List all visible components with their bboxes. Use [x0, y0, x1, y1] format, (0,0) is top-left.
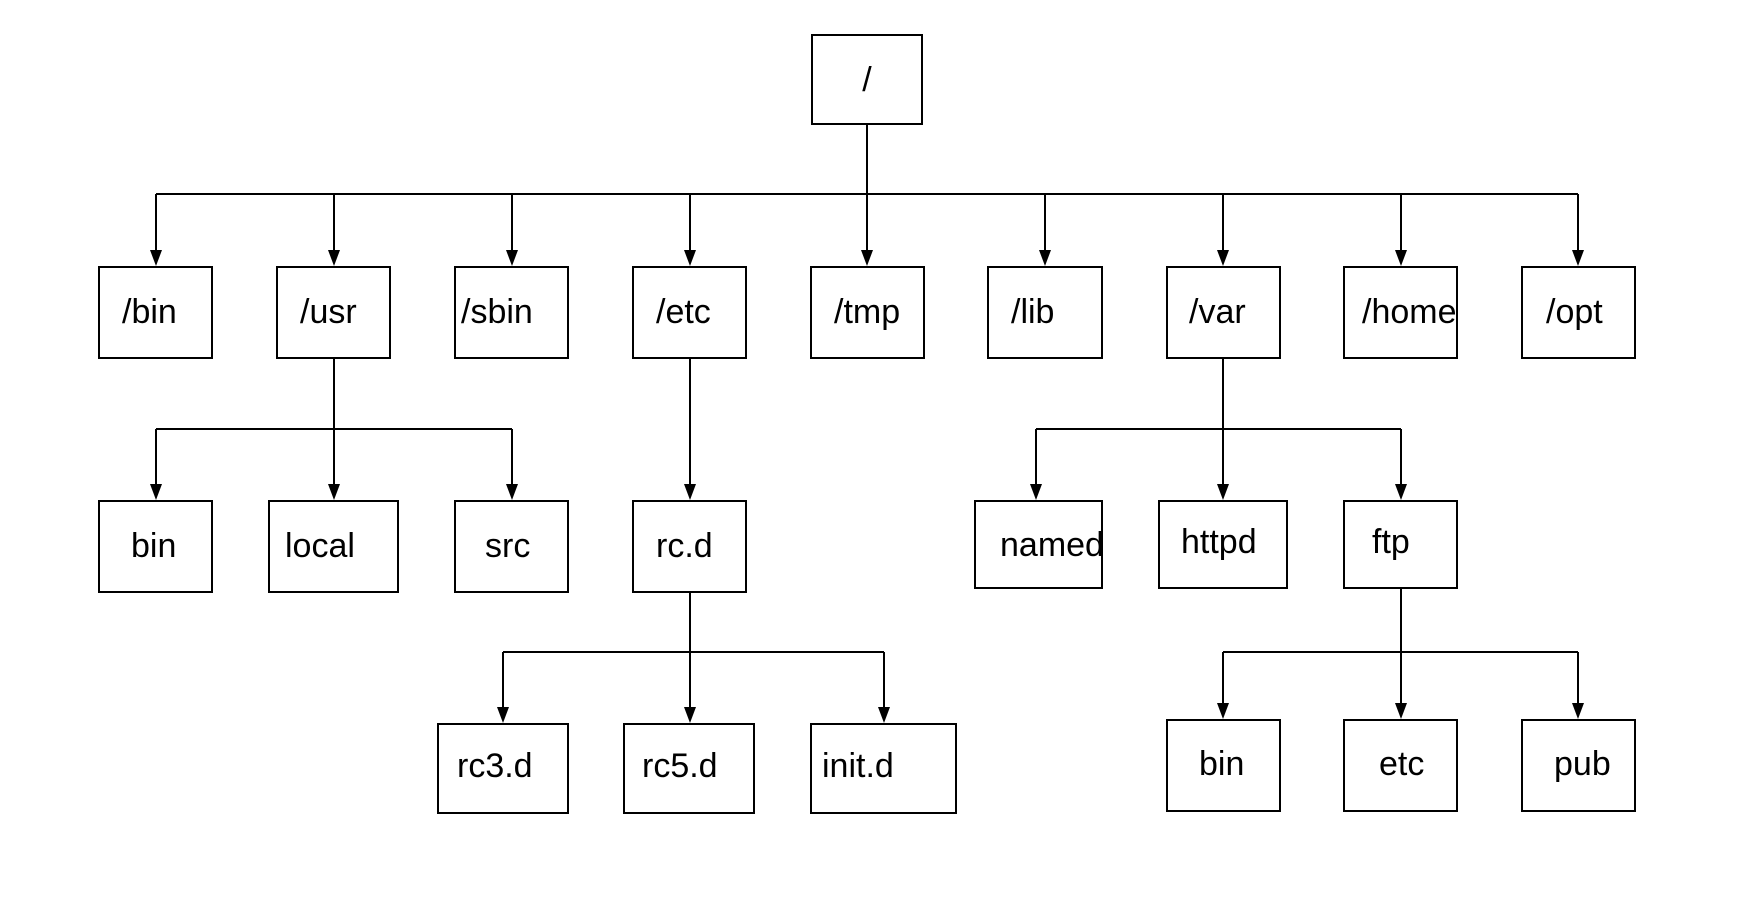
arrowhead [1217, 484, 1229, 500]
node-rc5-d: rc5.d [623, 723, 755, 814]
node-usr-local: local [268, 500, 399, 593]
node-label: named [1000, 526, 1104, 564]
node-label: /sbin [461, 293, 533, 331]
node-label: /var [1189, 293, 1246, 331]
node-label: bin [1199, 745, 1244, 783]
node-usr-bin: bin [98, 500, 213, 593]
connector-lines [155, 124, 1579, 707]
arrowhead [861, 250, 873, 266]
arrowhead [684, 250, 696, 266]
node-label: etc [1379, 745, 1424, 783]
node-usr-src: src [454, 500, 569, 593]
arrowhead [878, 707, 890, 723]
arrowhead [497, 707, 509, 723]
node-ftp-pub: pub [1521, 719, 1636, 812]
node-bin: /bin [98, 266, 213, 359]
arrowhead [506, 250, 518, 266]
node-var-ftp: ftp [1343, 500, 1458, 589]
node-label: rc5.d [642, 747, 718, 785]
node-label: pub [1554, 745, 1611, 783]
arrowhead [328, 250, 340, 266]
arrowhead [1217, 250, 1229, 266]
arrowhead [1395, 484, 1407, 500]
arrowhead [150, 250, 162, 266]
node-etc: /etc [632, 266, 747, 359]
arrowhead [1572, 703, 1584, 719]
arrowhead [328, 484, 340, 500]
arrowhead [684, 484, 696, 500]
node-usr: /usr [276, 266, 391, 359]
node-init-d: init.d [810, 723, 957, 814]
node-rc-d: rc.d [632, 500, 747, 593]
node-label: / [862, 61, 872, 99]
node-label: /opt [1546, 293, 1603, 331]
arrowhead [1395, 703, 1407, 719]
arrowhead [150, 484, 162, 500]
node-label: local [285, 527, 355, 565]
node-sbin: /sbin [454, 266, 569, 359]
node-label: init.d [822, 747, 894, 785]
arrowhead [684, 707, 696, 723]
arrowhead [1039, 250, 1051, 266]
node-tmp: /tmp [810, 266, 925, 359]
node-label: /etc [656, 293, 711, 331]
arrowheads [150, 250, 1584, 723]
node-label: src [485, 527, 530, 565]
node-ftp-bin: bin [1166, 719, 1281, 812]
node-label: /usr [300, 293, 357, 331]
node-opt: /opt [1521, 266, 1636, 359]
node-var-httpd: httpd [1158, 500, 1288, 589]
node-label: rc.d [656, 527, 713, 565]
node-ftp-etc: etc [1343, 719, 1458, 812]
node-home: /home [1343, 266, 1458, 359]
node-var-named: named [974, 500, 1104, 589]
arrowhead [1030, 484, 1042, 500]
node-label: /home [1362, 293, 1457, 331]
node-label: /bin [122, 293, 177, 331]
arrowhead [506, 484, 518, 500]
node-label: rc3.d [457, 747, 533, 785]
node-label: ftp [1372, 523, 1410, 561]
node-lib: /lib [987, 266, 1103, 359]
arrowhead [1395, 250, 1407, 266]
node-rc3-d: rc3.d [437, 723, 569, 814]
node-label: httpd [1181, 523, 1257, 561]
node-label: /tmp [834, 293, 900, 331]
arrowhead [1217, 703, 1229, 719]
node-root: / [811, 34, 923, 125]
node-label: bin [131, 527, 176, 565]
arrowhead [1572, 250, 1584, 266]
node-label: /lib [1011, 293, 1054, 331]
node-var: /var [1166, 266, 1281, 359]
